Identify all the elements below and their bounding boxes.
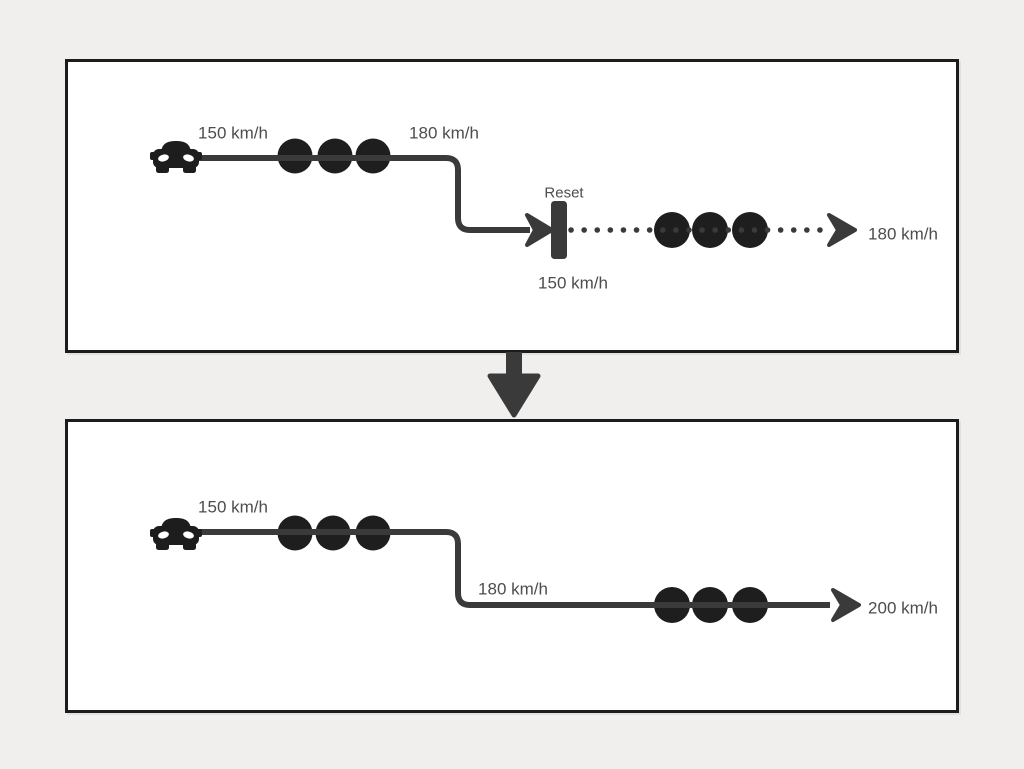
timeline-graphic-before [150, 138, 857, 259]
label-reset-speed: 150 km/h [538, 273, 608, 293]
reset-marker [551, 201, 567, 259]
panel-before-reset: 150 km/h 180 km/h Reset 150 km/h 180 km/… [65, 59, 959, 353]
event-node [692, 212, 728, 248]
speed-track [198, 529, 830, 608]
label-reset: Reset [544, 184, 584, 202]
label-start-speed: 150 km/h [198, 497, 268, 517]
speed-track [198, 155, 530, 233]
car-icon [150, 141, 202, 173]
label-resume-speed: 180 km/h [868, 224, 938, 244]
arrowhead-icon [831, 588, 861, 622]
arrowhead-icon [827, 213, 857, 247]
event-node [732, 212, 768, 248]
car-icon [150, 518, 202, 550]
label-set-speed: 180 km/h [409, 123, 479, 143]
event-node [654, 212, 690, 248]
label-start-speed: 150 km/h [198, 123, 268, 143]
label-set-speed: 180 km/h [478, 579, 548, 599]
panel-after-reset: 150 km/h 180 km/h 200 km/h [65, 419, 959, 713]
timeline-graphic-after [150, 515, 861, 623]
label-end-speed: 200 km/h [868, 598, 938, 618]
arrow-down-icon [487, 352, 541, 418]
arrow-down-head [487, 373, 541, 418]
arrowhead-icon [525, 213, 554, 247]
